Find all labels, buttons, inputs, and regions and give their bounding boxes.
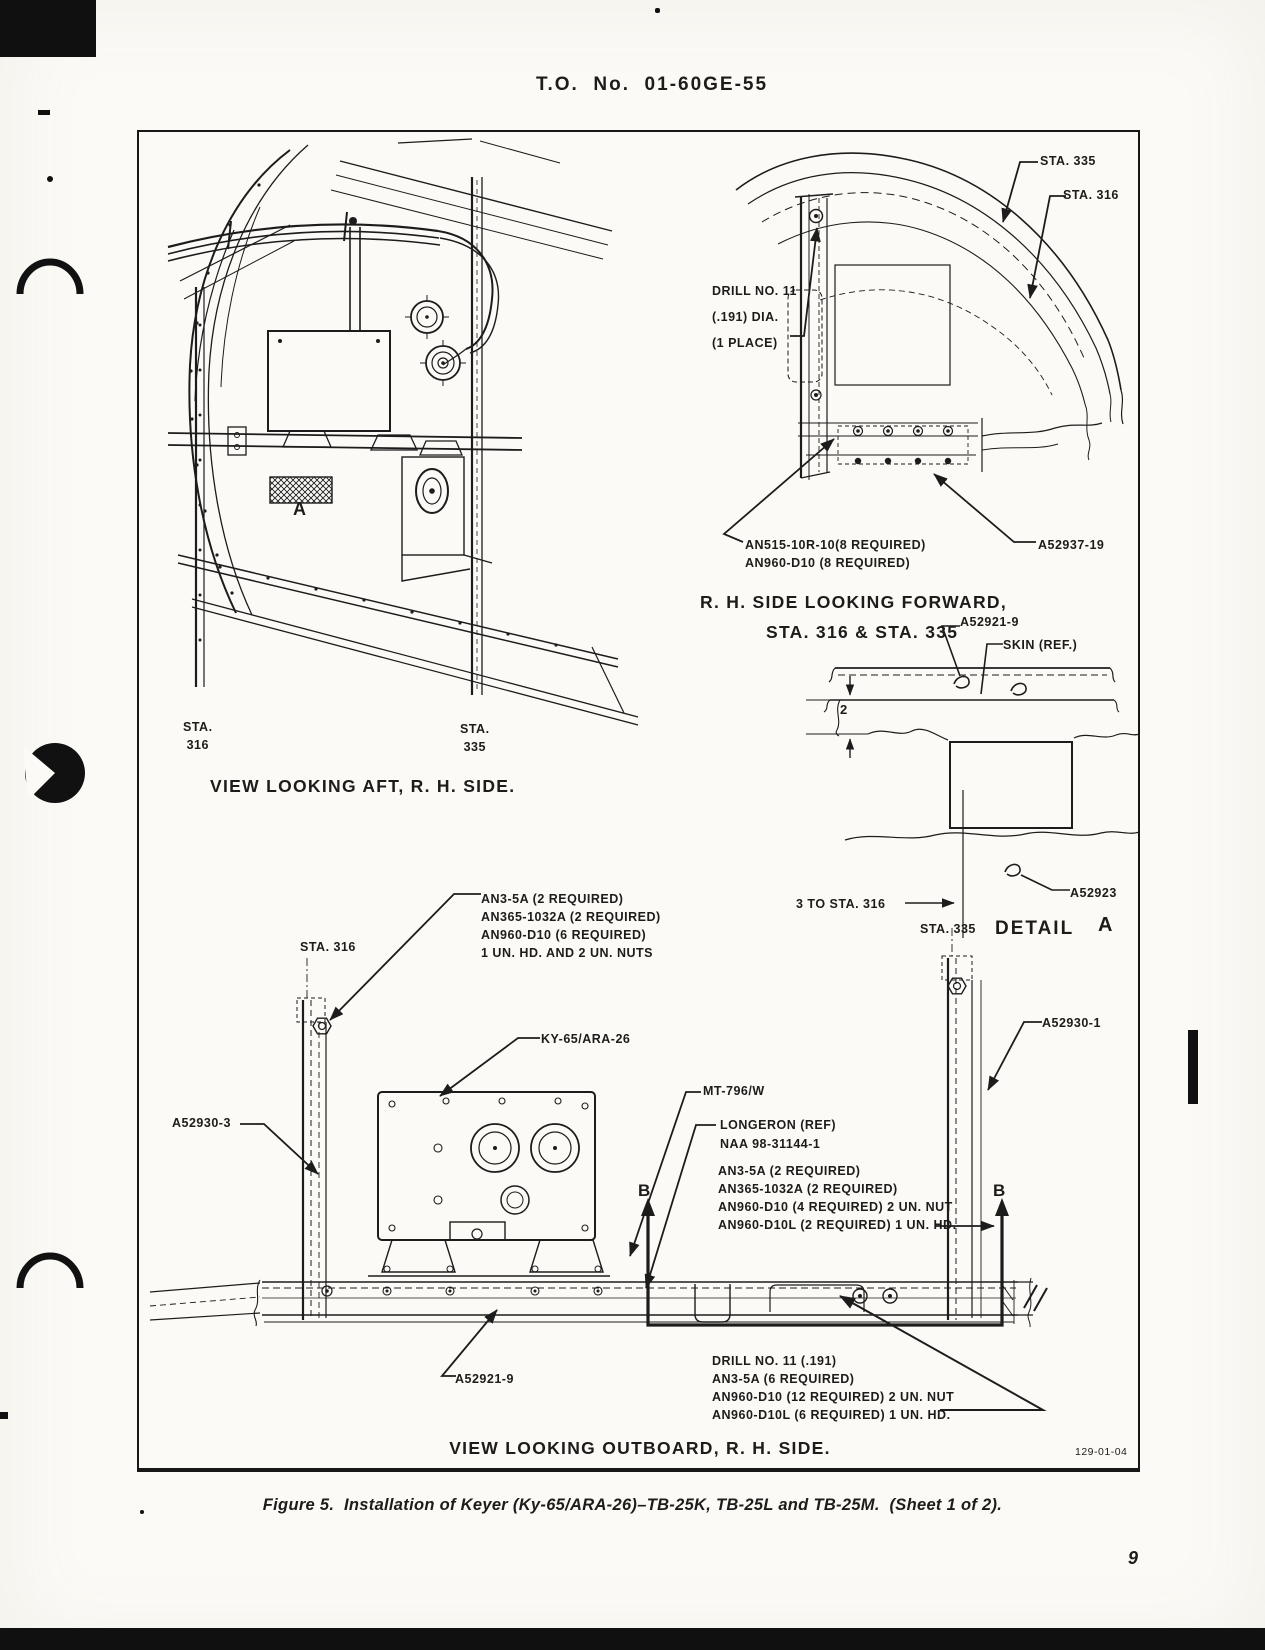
drill-note: DRILL NO. 11 (.191) DIA. (1 PLACE) xyxy=(712,284,797,350)
scan-artifact-arc xyxy=(16,1252,84,1289)
scan-artifact-arc xyxy=(16,258,84,295)
drawing-number: 129-01-04 xyxy=(1075,1446,1128,1458)
scan-artifact-dot xyxy=(47,176,53,182)
view-aft-drawing xyxy=(167,138,639,726)
longeron-note: LONGERON (REF) NAA 98-31144-1 xyxy=(720,1118,837,1151)
part-a52921-9-outboard: A52921-9 xyxy=(455,1372,514,1386)
sta-335-outboard: STA. 335 xyxy=(920,922,976,936)
side-forward-drawing xyxy=(722,152,1124,543)
part-a52930-3: A52930-3 xyxy=(172,1116,231,1130)
skin-ref-label: SKIN (REF.) xyxy=(1003,638,1078,652)
side-forward-title-line2: STA. 316 & STA. 335 xyxy=(766,622,959,642)
section-b-right: B xyxy=(993,1181,1006,1200)
hardware-note-lower: DRILL NO. 11 (.191) AN3-5A (6 REQUIRED) … xyxy=(712,1354,955,1422)
view-outboard-title: VIEW LOOKING OUTBOARD, R. H. SIDE. xyxy=(449,1438,831,1458)
scan-artifact-blob xyxy=(23,743,85,803)
hardware-note: AN515-10R-10(8 REQUIRED) AN960-D10 (8 RE… xyxy=(745,538,926,570)
sta-335-label: STA. 335 xyxy=(460,722,490,754)
sta-316-label: STA. 316 xyxy=(183,720,213,752)
part-a52921-9-detail: A52921-9 xyxy=(960,615,1019,629)
dimension-3-to-sta316: 3 TO STA. 316 xyxy=(796,897,886,911)
scan-artifact-dot xyxy=(655,8,660,13)
sta-316-callout: STA. 316 xyxy=(1063,188,1119,202)
section-b-left: B xyxy=(638,1181,651,1200)
side-forward-title-line1: R. H. SIDE LOOKING FORWARD, xyxy=(700,592,1008,612)
mount-label: MT-796/W xyxy=(703,1084,765,1098)
view-aft-title: VIEW LOOKING AFT, R. H. SIDE. xyxy=(210,776,516,796)
detail-a-marker: A xyxy=(293,499,307,519)
scan-artifact-dot xyxy=(140,1510,144,1514)
detail-a-drawing xyxy=(806,625,1140,938)
figure-caption: Figure 5. Installation of Keyer (Ky-65/A… xyxy=(262,1496,1003,1514)
hardware-note-upper: AN3-5A (2 REQUIRED) AN365-1032A (2 REQUI… xyxy=(481,892,661,960)
detail-a-title: DETAIL xyxy=(995,918,1075,939)
scan-artifact-bar xyxy=(1188,1030,1198,1104)
scan-artifact-tick xyxy=(0,1412,8,1419)
part-a52937-19: A52937-19 xyxy=(1038,538,1105,552)
scan-artifact-bottom-bar xyxy=(0,1628,1265,1650)
part-a52930-1: A52930-1 xyxy=(1042,1016,1101,1030)
detail-a-letter: A xyxy=(1098,914,1113,936)
sta-316-outboard: STA. 316 xyxy=(300,940,356,954)
page-title: T.O. No. 01-60GE-55 xyxy=(536,74,769,95)
scan-artifact-corner xyxy=(0,0,96,57)
keyer-unit-label: KY-65/ARA-26 xyxy=(541,1032,631,1046)
dimension-2: 2 xyxy=(840,702,848,717)
sta-335-callout: STA. 335 xyxy=(1040,154,1096,168)
scan-artifact-dash xyxy=(38,110,50,115)
hardware-note-right: AN3-5A (2 REQUIRED) AN365-1032A (2 REQUI… xyxy=(718,1164,957,1232)
part-a52923: A52923 xyxy=(1070,886,1117,900)
view-outboard-drawing xyxy=(149,893,1048,1411)
page-number: 9 xyxy=(1128,1548,1139,1568)
figure-border xyxy=(137,130,1140,1472)
